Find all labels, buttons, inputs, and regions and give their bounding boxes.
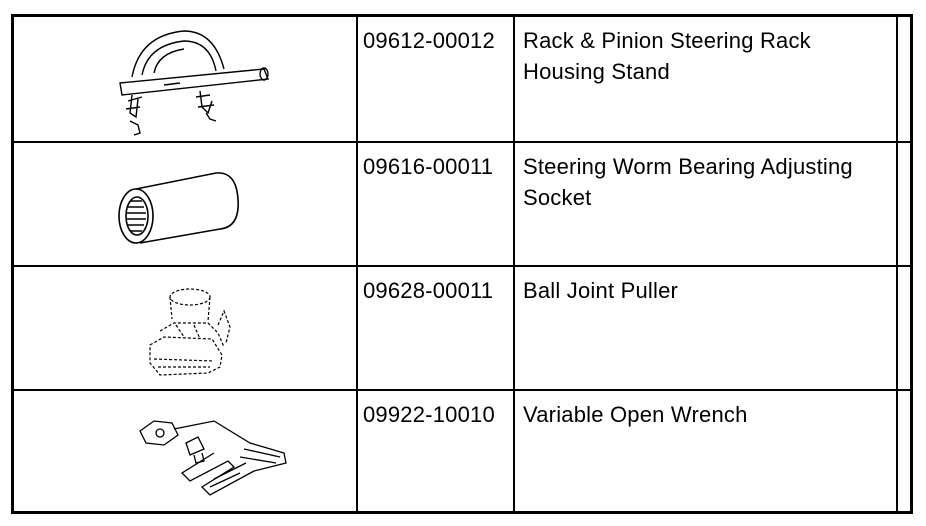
part-number: 09922-10010 [363, 402, 495, 427]
column-divider [513, 17, 515, 511]
table-row: 09616-00011 Steering Worm Bearing Adjust… [14, 141, 910, 267]
part-number-cell: 09922-10010 [358, 391, 513, 513]
description-cell: Steering Worm Bearing Adjusting Socket [515, 143, 896, 267]
illustration-cell [14, 143, 356, 267]
description: Variable Open Wrench [523, 402, 748, 427]
part-number: 09616-00011 [363, 154, 494, 179]
table-row: 09628-00011 Ball Joint Puller [14, 265, 910, 391]
part-number-cell: 09628-00011 [358, 267, 513, 391]
table-row: 09612-00012 Rack & Pinion Steering Rack … [14, 17, 910, 141]
tool-table: 09612-00012 Rack & Pinion Steering Rack … [11, 14, 913, 514]
column-divider [356, 17, 358, 511]
illustration-cell [14, 267, 356, 391]
description: Ball Joint Puller [523, 278, 679, 303]
open-wrench-illustration [139, 420, 287, 496]
illustration-cell [14, 17, 356, 141]
housing-stand-illustration [119, 30, 269, 136]
part-number: 09628-00011 [363, 278, 494, 303]
column-divider [896, 17, 898, 511]
description-cell: Ball Joint Puller [515, 267, 896, 391]
socket-illustration [118, 172, 239, 244]
part-number: 09612-00012 [363, 28, 495, 53]
description-cell: Rack & Pinion Steering Rack Housing Stan… [515, 17, 896, 141]
part-number-cell: 09616-00011 [358, 143, 513, 267]
description: Steering Worm Bearing Adjusting Socket [523, 154, 853, 210]
illustration-cell [14, 391, 356, 513]
description: Rack & Pinion Steering Rack Housing Stan… [523, 28, 811, 84]
description-cell: Variable Open Wrench [515, 391, 896, 513]
ball-joint-puller-illustration [149, 288, 231, 376]
part-number-cell: 09612-00012 [358, 17, 513, 141]
table-row: 09922-10010 Variable Open Wrench [14, 389, 910, 513]
